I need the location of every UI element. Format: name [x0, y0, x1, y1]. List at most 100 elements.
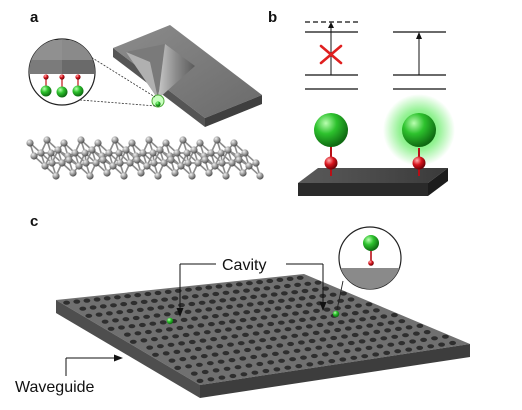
air-hole	[359, 317, 366, 322]
air-hole	[372, 352, 380, 357]
air-hole	[95, 312, 103, 317]
air-hole	[270, 292, 278, 297]
air-hole	[373, 308, 380, 313]
air-hole	[313, 308, 320, 313]
air-hole	[280, 335, 288, 340]
air-hole	[362, 331, 370, 336]
lattice-atom	[94, 139, 102, 147]
air-hole	[237, 341, 245, 346]
air-hole	[225, 283, 233, 288]
molecule-left	[314, 113, 348, 176]
air-hole	[341, 312, 349, 317]
lattice-atom	[194, 159, 202, 167]
air-hole	[196, 378, 204, 383]
air-hole	[246, 324, 254, 329]
cavity-label: Cavity	[222, 257, 266, 274]
air-hole	[234, 365, 242, 370]
lattice-atom	[52, 172, 60, 180]
air-hole	[355, 325, 363, 330]
air-hole	[218, 320, 226, 325]
air-hole	[222, 351, 230, 356]
air-hole	[114, 295, 121, 300]
air-hole	[309, 295, 316, 300]
air-hole	[323, 329, 331, 334]
air-hole	[140, 338, 148, 343]
air-hole	[301, 288, 309, 294]
air-hole	[149, 321, 157, 326]
air-hole	[179, 357, 187, 362]
air-hole	[264, 307, 271, 312]
air-hole	[373, 329, 381, 334]
air-hole	[226, 304, 233, 309]
air-hole	[294, 282, 301, 287]
air-hole	[209, 299, 216, 304]
air-hole	[154, 290, 162, 296]
air-hole	[107, 326, 115, 331]
air-hole	[112, 318, 119, 323]
lattice-atom	[235, 156, 243, 164]
lattice-atom	[184, 159, 192, 167]
air-hole	[327, 321, 334, 326]
air-hole	[334, 327, 341, 333]
air-hole	[229, 297, 237, 302]
air-hole	[259, 338, 266, 343]
green-atom	[314, 113, 348, 147]
air-hole	[168, 358, 176, 363]
air-hole	[212, 291, 220, 297]
air-hole	[136, 307, 144, 312]
air-hole	[305, 324, 313, 329]
lattice-atom	[241, 149, 249, 157]
air-hole	[232, 289, 240, 294]
red-x-icon	[319, 44, 343, 65]
lattice-atom	[116, 159, 124, 167]
air-hole	[267, 321, 275, 327]
air-hole	[295, 325, 303, 330]
air-hole	[173, 349, 181, 354]
air-hole	[358, 339, 366, 344]
air-hole	[101, 319, 109, 324]
lattice-atom	[128, 139, 136, 147]
air-hole	[212, 314, 219, 319]
lattice-atom	[150, 159, 158, 167]
air-hole	[193, 331, 201, 336]
lattice-atom	[173, 149, 181, 157]
air-hole	[276, 343, 284, 348]
lattice-atom	[167, 156, 175, 164]
air-hole	[253, 287, 261, 292]
air-hole	[369, 337, 377, 342]
air-hole	[233, 349, 241, 354]
lattice-atom	[71, 149, 79, 157]
panel-b: b	[268, 9, 455, 196]
air-hole	[296, 275, 304, 280]
air-hole	[377, 322, 384, 327]
air-hole	[220, 335, 228, 340]
air-hole	[376, 344, 384, 349]
lattice-atom	[137, 169, 145, 177]
lattice-atom	[26, 139, 34, 147]
air-hole	[380, 336, 388, 341]
air-hole	[225, 327, 232, 332]
air-hole	[326, 300, 334, 305]
lattice-atom	[145, 136, 153, 144]
afm-tip	[126, 44, 195, 99]
lattice-atom	[188, 172, 196, 180]
air-hole	[211, 352, 219, 357]
air-hole	[126, 308, 134, 314]
panel-a: a	[26, 9, 264, 180]
air-hole	[326, 344, 333, 349]
air-hole	[240, 372, 248, 377]
air-hole	[227, 342, 234, 347]
air-hole	[431, 336, 438, 341]
air-hole	[394, 349, 402, 354]
air-hole	[157, 344, 164, 349]
air-hole	[167, 304, 175, 309]
air-hole	[250, 354, 258, 360]
panel-letter-a: a	[30, 9, 39, 26]
air-hole	[243, 310, 251, 315]
waveguide-label: Waveguide	[15, 379, 95, 396]
lattice-atom	[222, 172, 230, 180]
air-hole	[298, 296, 306, 301]
air-hole	[322, 286, 329, 291]
air-hole	[391, 313, 398, 318]
air-hole	[222, 312, 230, 317]
